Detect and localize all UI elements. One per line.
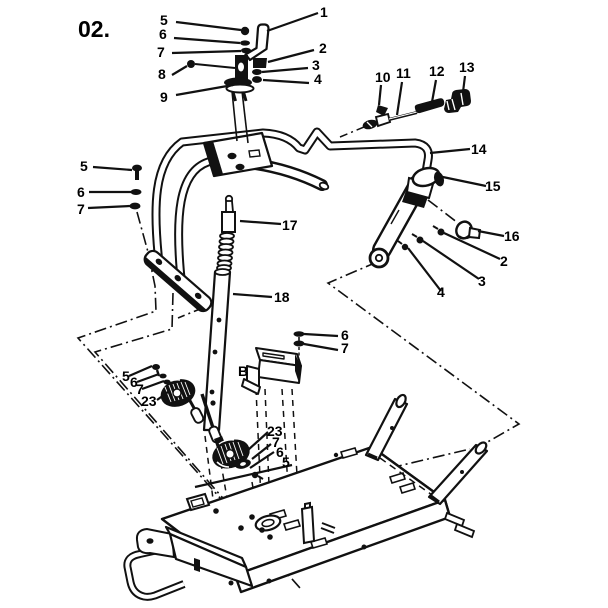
svg-text:3: 3 [312,57,320,73]
svg-text:02.: 02. [78,16,110,42]
svg-text:16: 16 [504,228,520,244]
svg-text:2: 2 [319,40,327,56]
svg-text:3: 3 [478,273,486,289]
svg-text:23: 23 [141,393,157,409]
svg-text:B: B [238,363,248,379]
svg-text:4: 4 [437,284,445,300]
svg-text:7: 7 [77,201,85,217]
svg-text:6: 6 [276,444,284,460]
svg-text:6: 6 [130,374,138,390]
svg-text:9: 9 [160,89,168,105]
svg-text:8: 8 [158,66,166,82]
svg-text:10: 10 [375,69,391,85]
svg-text:18: 18 [274,289,290,305]
svg-text:6: 6 [77,184,85,200]
svg-text:7: 7 [341,340,349,356]
svg-text:14: 14 [471,141,487,157]
svg-text:12: 12 [429,63,445,79]
svg-text:23: 23 [267,423,283,439]
svg-text:4: 4 [314,71,322,87]
svg-text:6: 6 [341,327,349,343]
svg-text:5: 5 [160,12,168,28]
svg-text:7: 7 [136,381,144,397]
svg-text:5: 5 [80,158,88,174]
svg-text:15: 15 [485,178,501,194]
svg-text:11: 11 [396,65,411,81]
svg-text:1: 1 [320,4,328,20]
svg-text:17: 17 [282,217,298,233]
svg-text:7: 7 [157,44,165,60]
svg-text:6: 6 [159,26,167,42]
svg-text:7: 7 [272,434,280,450]
svg-text:13: 13 [459,59,475,75]
svg-text:5: 5 [122,368,130,384]
svg-text:5: 5 [282,454,290,470]
svg-text:2: 2 [500,253,508,269]
